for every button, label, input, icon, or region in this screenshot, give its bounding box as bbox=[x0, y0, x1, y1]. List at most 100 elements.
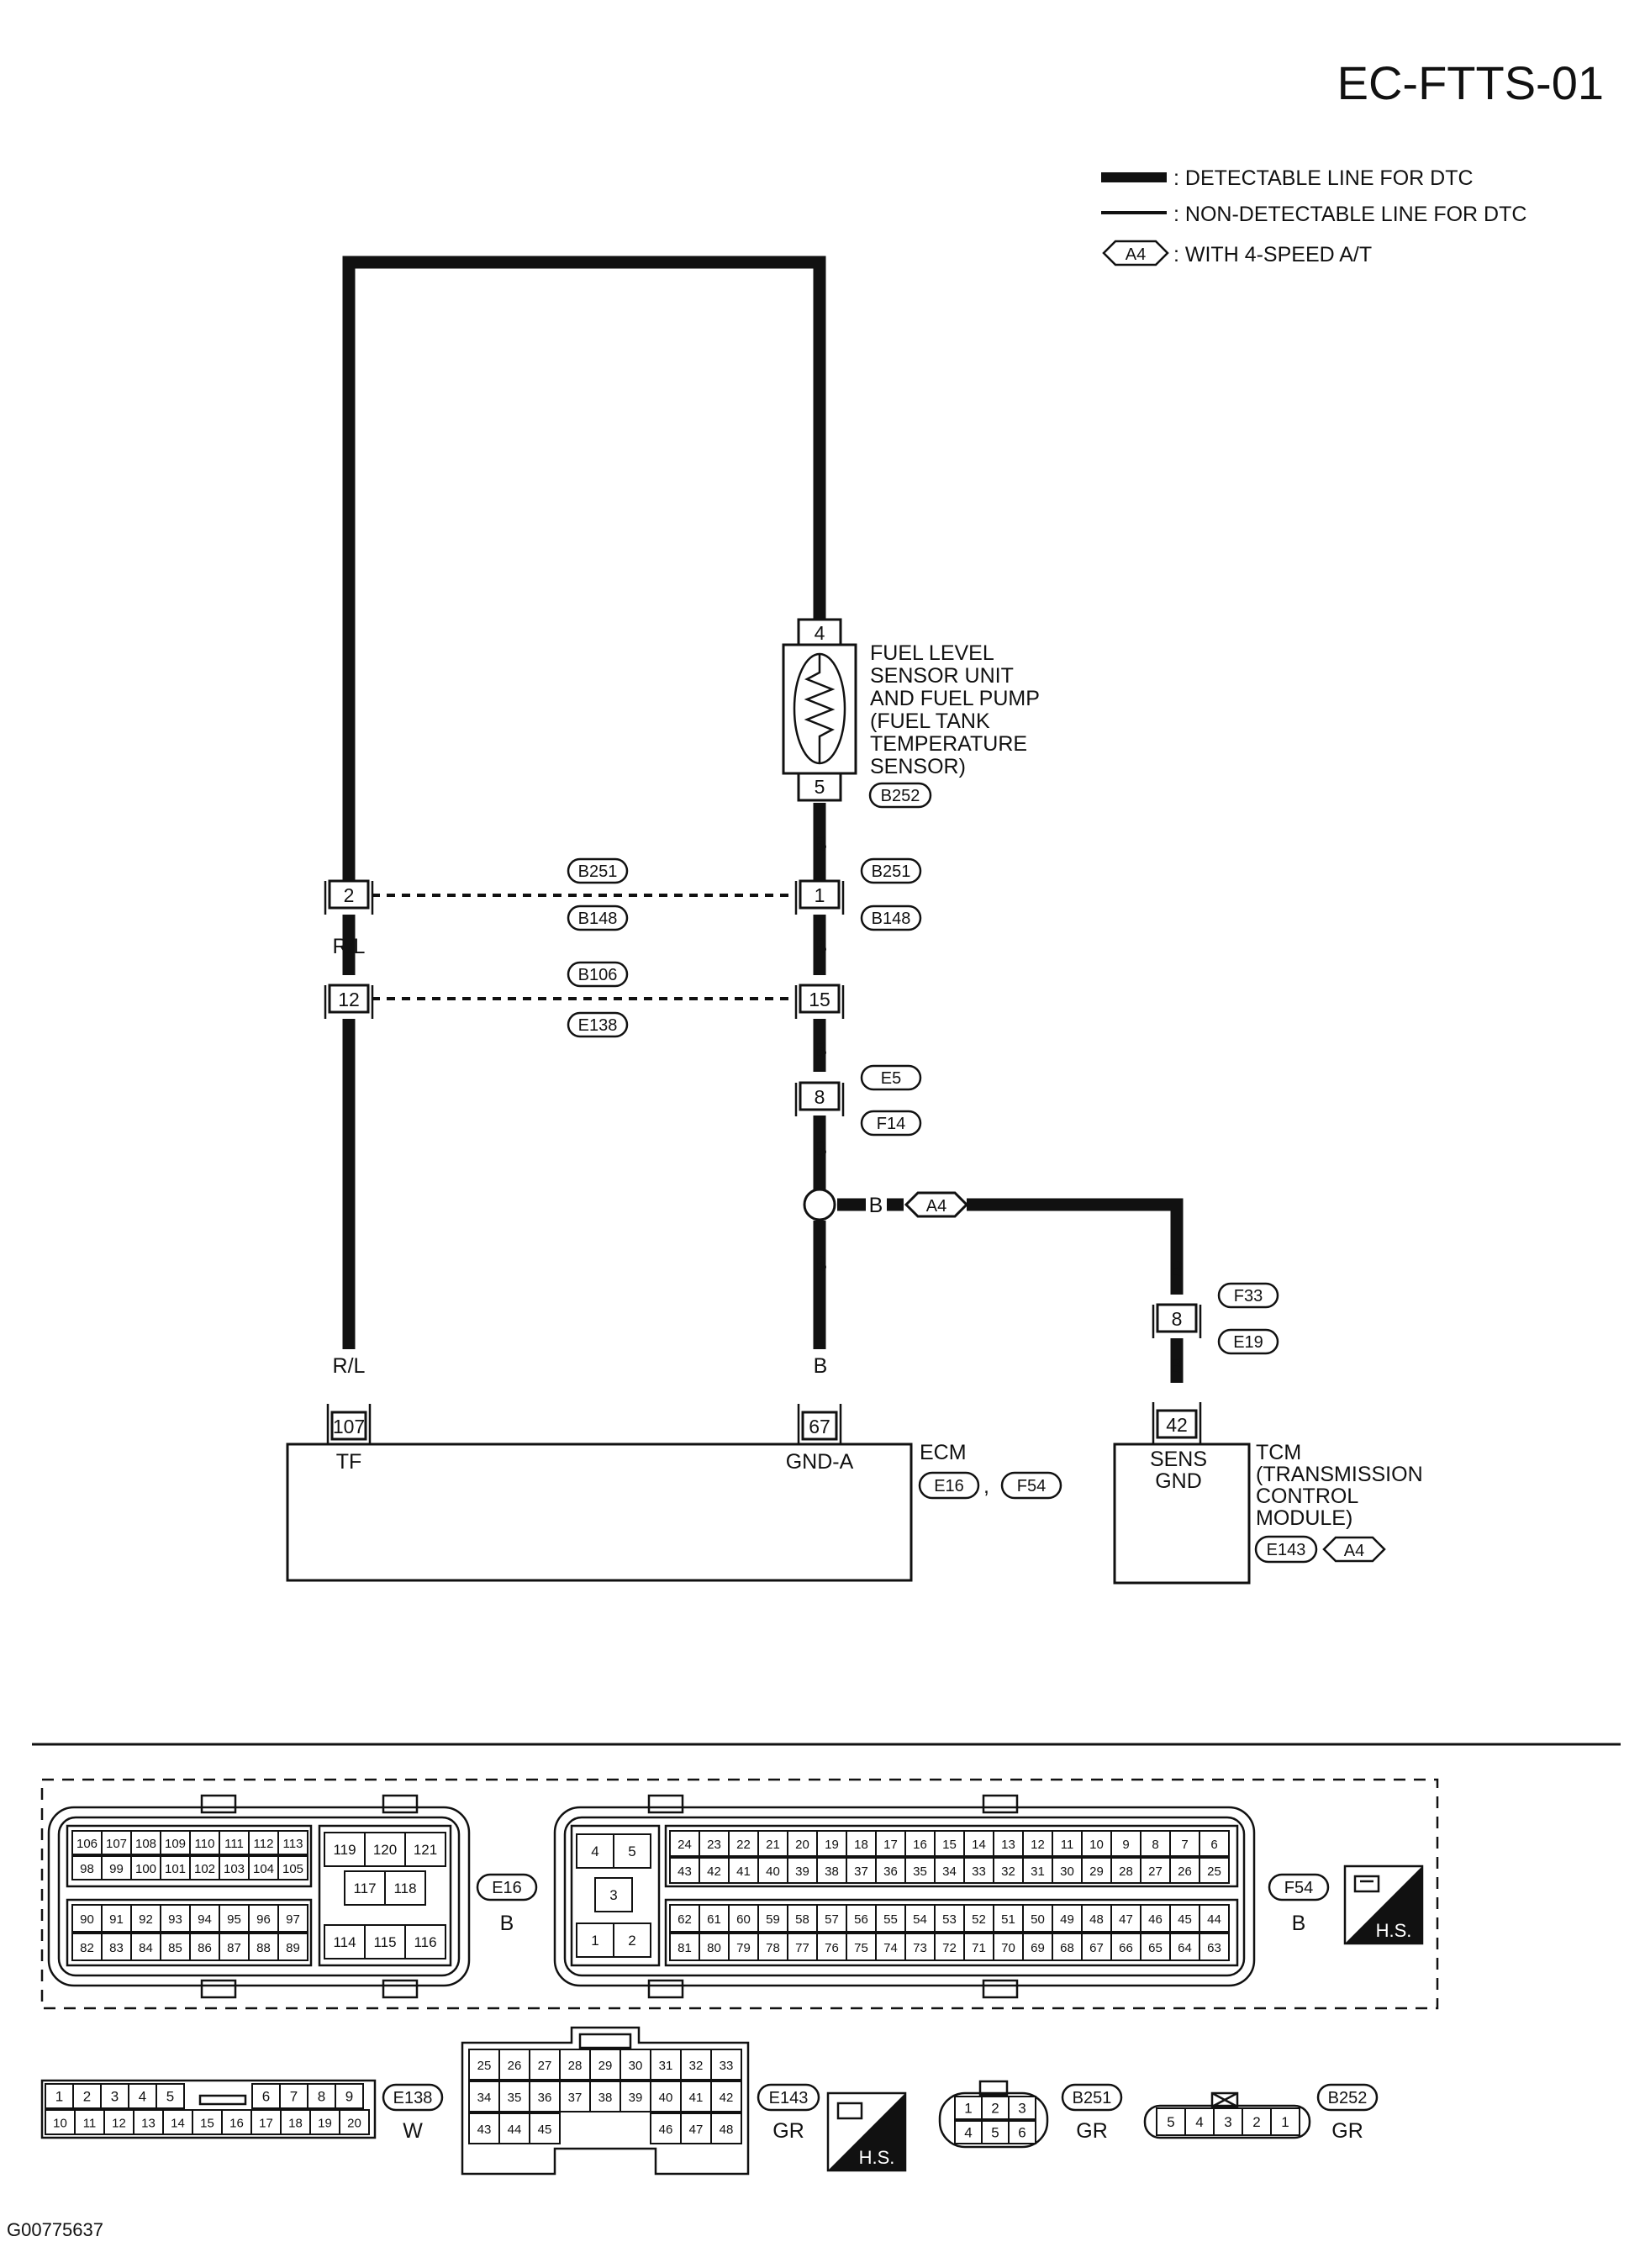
pin-number: 95 bbox=[227, 1912, 241, 1927]
ecm-gnd-pin: 67 bbox=[809, 1416, 830, 1437]
wire-color-right-4: B bbox=[814, 1137, 828, 1161]
pin-number: 40 bbox=[766, 1865, 780, 1879]
wire-color-right-3: B bbox=[814, 1038, 828, 1062]
joint-left-2-box bbox=[328, 879, 370, 910]
pin-number: 53 bbox=[942, 1912, 957, 1927]
pin-cell bbox=[875, 1830, 906, 1857]
pin-number: 15 bbox=[942, 1838, 957, 1852]
wire-color-right-2: B bbox=[814, 935, 828, 958]
e16-right-block bbox=[318, 1824, 452, 1967]
pin-cell bbox=[404, 1832, 446, 1867]
pin-number: 68 bbox=[1060, 1941, 1074, 1955]
pin-number: 91 bbox=[109, 1912, 124, 1927]
ecm-name: ECM bbox=[920, 1441, 967, 1464]
pin-number: 47 bbox=[1119, 1912, 1133, 1927]
pin-number: 27 bbox=[538, 2059, 552, 2073]
pin-number: 63 bbox=[1207, 1941, 1221, 1955]
pin-number: 1 bbox=[964, 2101, 972, 2117]
pin-number: 36 bbox=[883, 1865, 898, 1879]
f54-lock-bottom-2 bbox=[982, 1979, 1019, 1999]
pin-number: 15 bbox=[200, 2117, 214, 2131]
wire-color-branch: B bbox=[869, 1194, 883, 1217]
pin-number: 12 bbox=[112, 2117, 126, 2131]
ecm-f54: F54 bbox=[1017, 1477, 1046, 1495]
pin-number: 29 bbox=[1089, 1865, 1104, 1879]
tcm-unit: 42 SENS GND TCM (TRANSMISSION CONTROL MO… bbox=[1113, 1402, 1423, 1585]
pin-number: 4 bbox=[139, 2089, 146, 2105]
pin-cell bbox=[1052, 1904, 1083, 1933]
pin-number: 48 bbox=[1089, 1912, 1104, 1927]
pin-cell bbox=[728, 1933, 759, 1961]
tcm-title-1: TCM bbox=[1256, 1441, 1301, 1464]
tcm-title-4: MODULE) bbox=[1256, 1506, 1352, 1530]
pin-cell bbox=[981, 2096, 1010, 2120]
e16-housing-outer bbox=[47, 1806, 471, 1987]
pin-number: 102 bbox=[194, 1862, 215, 1876]
pin-number: 48 bbox=[720, 2123, 734, 2137]
pin-number: 9 bbox=[1122, 1838, 1129, 1852]
footer-code: G00775637 bbox=[7, 2219, 103, 2240]
tcm-e143-badge bbox=[1254, 1535, 1318, 1564]
pin-cell bbox=[529, 2112, 561, 2144]
wire-color-right-1: B bbox=[814, 832, 828, 856]
right-b251: B251 bbox=[872, 862, 911, 881]
pin-cell bbox=[277, 1933, 308, 1961]
mid-b251: B251 bbox=[578, 862, 618, 881]
pin-number: 92 bbox=[139, 1912, 153, 1927]
pin-number: 5 bbox=[628, 1843, 635, 1859]
pin-number: 42 bbox=[707, 1865, 721, 1879]
pin-cell bbox=[613, 1923, 651, 1958]
sensor-connector: B252 bbox=[881, 787, 920, 805]
pin-number: 71 bbox=[972, 1941, 986, 1955]
mid-b148: B148 bbox=[578, 910, 618, 928]
legend-detectable-swatch bbox=[1101, 172, 1167, 182]
pin-number: 113 bbox=[283, 1837, 303, 1851]
pin-cell bbox=[816, 1933, 847, 1961]
pin-cell bbox=[934, 1857, 965, 1884]
pin-number: 76 bbox=[825, 1941, 839, 1955]
pin-number: 34 bbox=[477, 2091, 492, 2105]
pin-number: 40 bbox=[659, 2091, 673, 2105]
pin-number: 62 bbox=[678, 1912, 692, 1927]
pin-number: 37 bbox=[568, 2091, 583, 2105]
pin-number: 74 bbox=[883, 1941, 898, 1955]
pin-cell bbox=[934, 1830, 965, 1857]
pin-cell bbox=[589, 2081, 621, 2112]
pin-number: 23 bbox=[707, 1838, 721, 1852]
pin-number: 14 bbox=[171, 2117, 185, 2131]
splice-point bbox=[803, 1188, 836, 1221]
pin-cell bbox=[757, 1933, 788, 1961]
branch-a4-hexagon bbox=[904, 1191, 969, 1218]
pin-number: 32 bbox=[1001, 1865, 1015, 1879]
pin-cell bbox=[162, 2109, 193, 2135]
pin-cell bbox=[787, 1933, 818, 1961]
wire-branch-c bbox=[967, 1198, 1184, 1295]
e143-hs-text: H.S. bbox=[859, 2147, 895, 2168]
pin-number: 2 bbox=[83, 2089, 91, 2105]
pin-number: 26 bbox=[1178, 1865, 1192, 1879]
pin-cell bbox=[1169, 1857, 1200, 1884]
legend-option-text: : WITH 4-SPEED A/T bbox=[1173, 243, 1372, 266]
pin-cell bbox=[787, 1857, 818, 1884]
pin-number: 7 bbox=[290, 2089, 298, 2105]
f54-lock-top-2 bbox=[982, 1794, 1019, 1814]
pin-cell bbox=[277, 1830, 308, 1855]
b251-color: GR bbox=[1076, 2119, 1108, 2143]
pin-cell bbox=[280, 2109, 311, 2135]
right-f14: F14 bbox=[877, 1115, 905, 1133]
pin-number: 14 bbox=[972, 1838, 986, 1852]
mid-e138: E138 bbox=[578, 1016, 618, 1035]
pin-number: 5 bbox=[1167, 2114, 1174, 2130]
pin-number: 42 bbox=[720, 2091, 734, 2105]
pin-number: 28 bbox=[568, 2059, 583, 2073]
pin-cell bbox=[954, 2096, 983, 2120]
pin-number: 118 bbox=[393, 1880, 416, 1896]
pin-cell bbox=[1052, 1857, 1083, 1884]
pin-number: 79 bbox=[736, 1941, 751, 1955]
pin-number: 105 bbox=[282, 1862, 303, 1876]
joint-right-15-brackets bbox=[794, 985, 845, 1019]
branch-a4-tag: A4 bbox=[926, 1197, 946, 1216]
pin-number: 110 bbox=[195, 1837, 215, 1851]
